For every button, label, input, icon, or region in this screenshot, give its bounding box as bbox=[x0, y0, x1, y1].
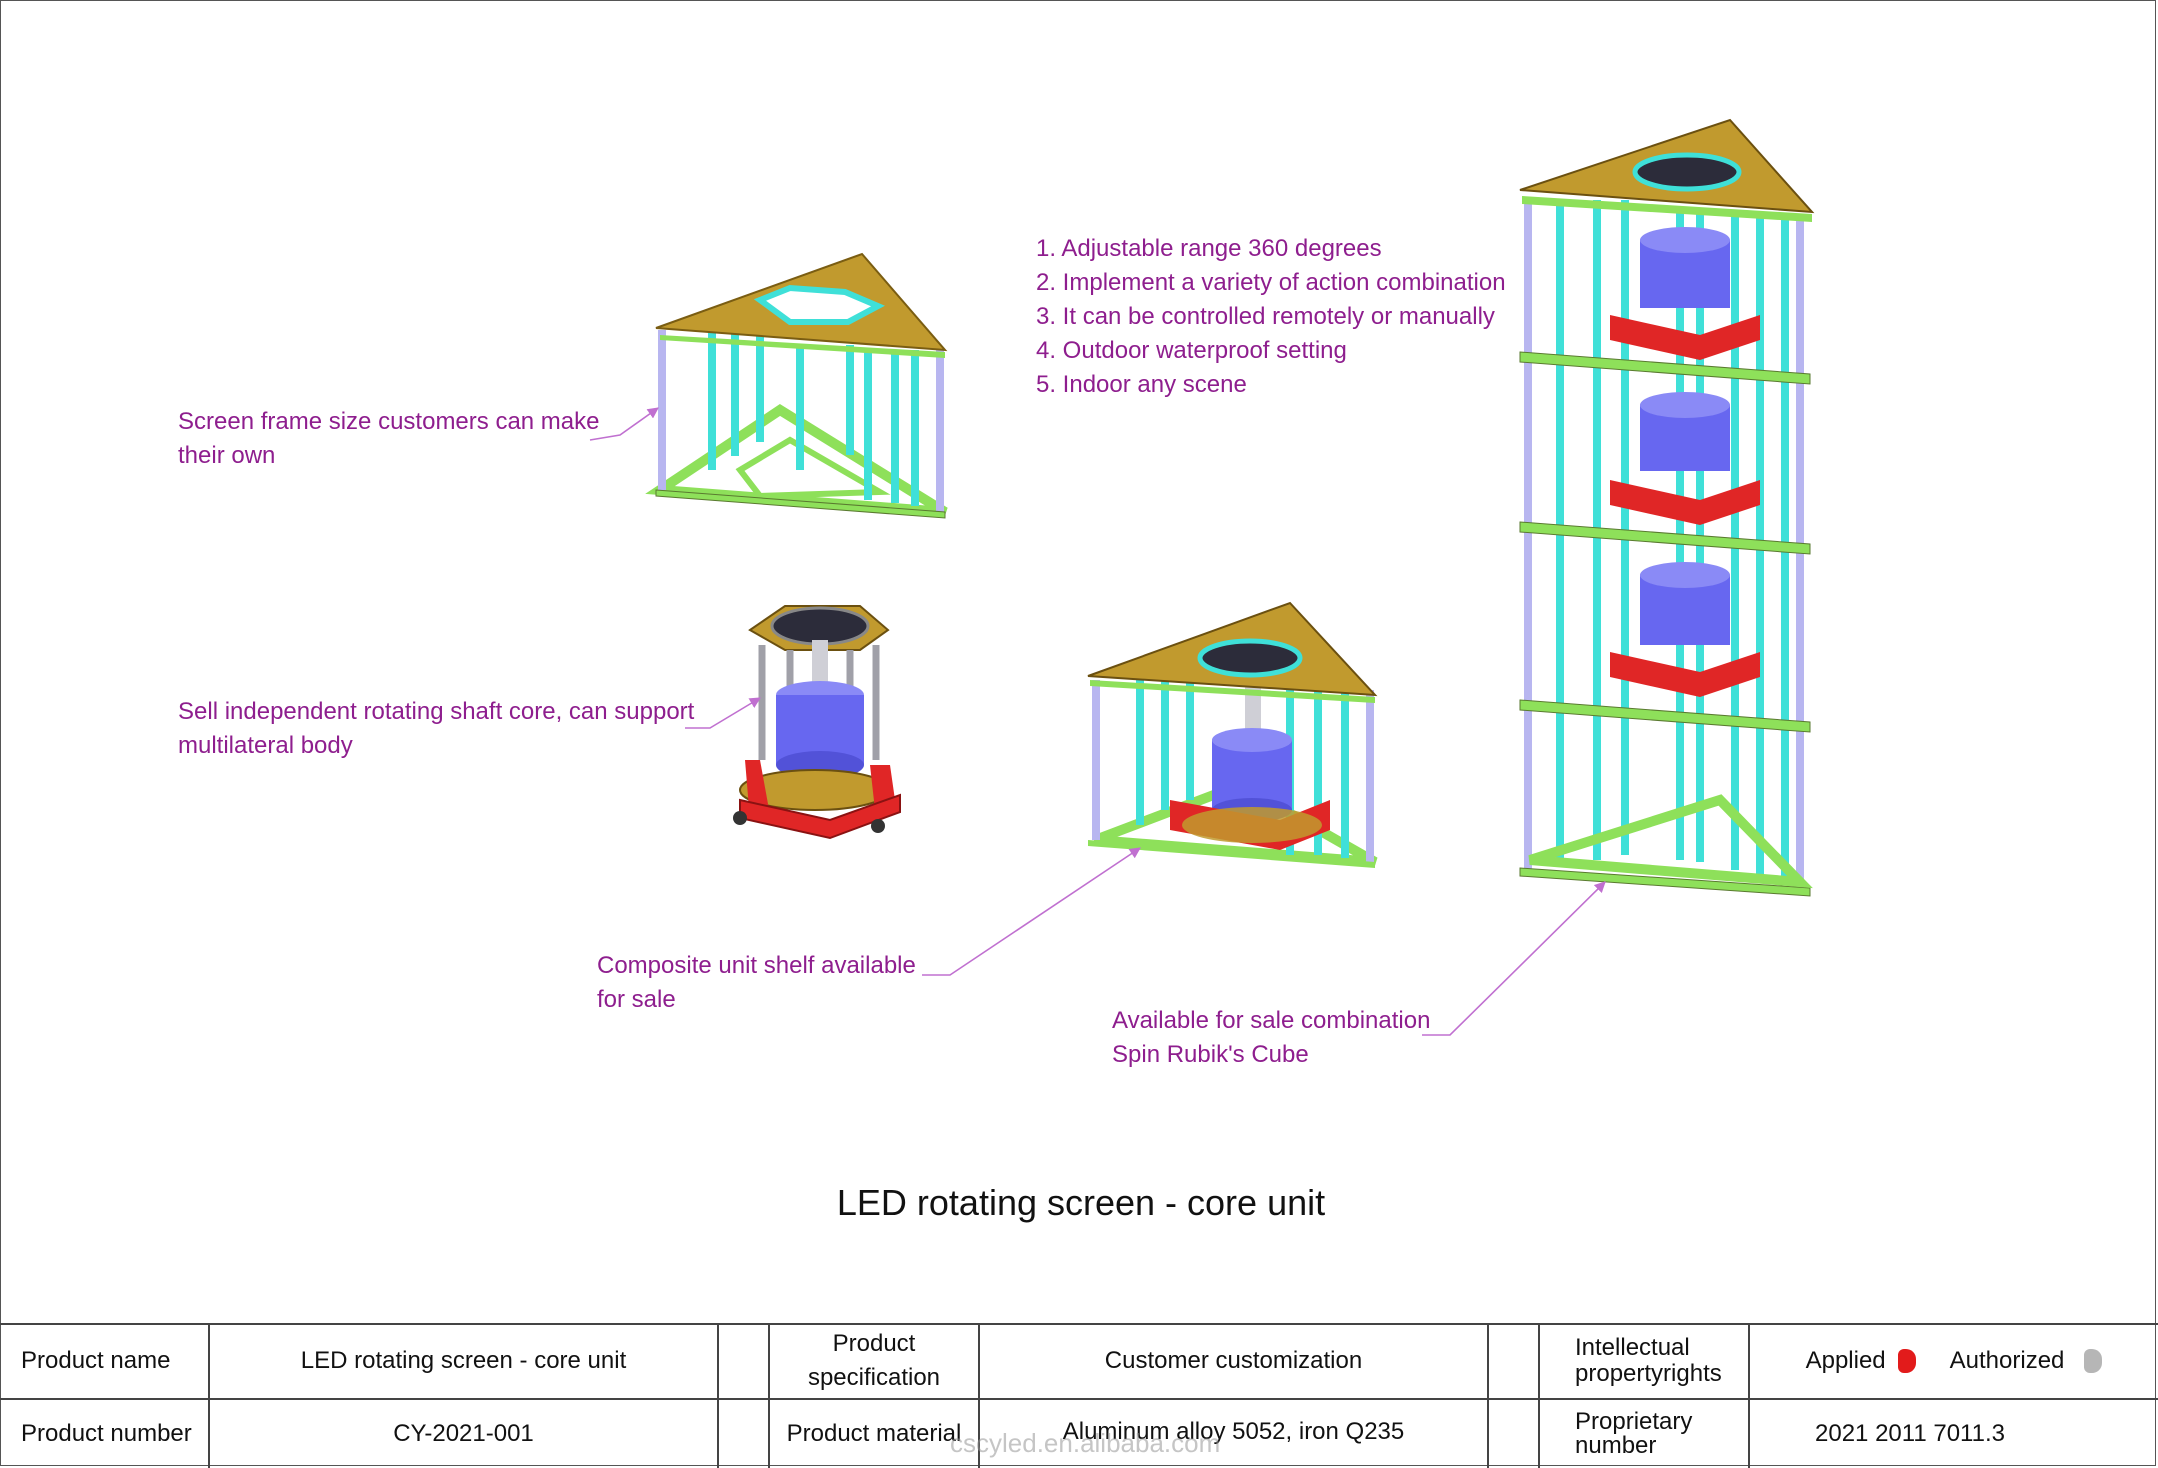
feature-list: 1. Adjustable range 360 degrees 2. Imple… bbox=[1036, 232, 1506, 402]
product-material-label: Product material bbox=[786, 1420, 962, 1447]
product-name-value: LED rotating screen - core unit bbox=[300, 1346, 627, 1374]
page-title: LED rotating screen - core unit bbox=[0, 1182, 2158, 1224]
proprietary-label: Proprietary number bbox=[1575, 1400, 1745, 1468]
product-spec-label: Product specification bbox=[770, 1323, 978, 1398]
empty-frame-unit bbox=[645, 252, 948, 519]
product-material-value: Aluminum alloy 5052, iron Q235 bbox=[1062, 1418, 1405, 1445]
table-divider bbox=[208, 1323, 210, 1468]
table-divider bbox=[1748, 1323, 1750, 1468]
authorized-label: Authorized bbox=[1949, 1346, 2065, 1374]
callout-line: Spin Rubik's Cube bbox=[1112, 1041, 1309, 1068]
callout-composite: Composite unit shelf available for sale bbox=[597, 949, 916, 1017]
watermark: cscyled.en.alibaba.com bbox=[950, 1428, 1221, 1458]
product-number-label: Product number bbox=[21, 1420, 192, 1447]
product-spec-label-line: specification bbox=[807, 1363, 941, 1391]
table-divider bbox=[1487, 1323, 1489, 1468]
product-number-value: CY-2021-001 bbox=[393, 1420, 534, 1447]
ip-label-line: propertyrights bbox=[1575, 1359, 1722, 1387]
ip-label: Intellectual propertyrights bbox=[1575, 1323, 1745, 1398]
core-shaft-unit bbox=[733, 605, 901, 840]
callout-line: Composite unit shelf available bbox=[597, 952, 916, 979]
proprietary-label-line: Proprietary bbox=[1575, 1408, 1693, 1435]
proprietary-label-line: number bbox=[1575, 1432, 1657, 1459]
feature-item: 1. Adjustable range 360 degrees bbox=[1036, 235, 1382, 262]
table-divider bbox=[0, 1398, 2158, 1400]
callout-frame: Screen frame size customers can make the… bbox=[178, 405, 600, 473]
callout-combination: Available for sale combination Spin Rubi… bbox=[1112, 1004, 1430, 1072]
callout-line: for sale bbox=[597, 986, 676, 1013]
spec-table: Product name LED rotating screen - core … bbox=[0, 1323, 2158, 1468]
authorized-marker-icon bbox=[2084, 1348, 2103, 1373]
composite-shelf-unit bbox=[1087, 601, 1378, 868]
feature-item: 5. Indoor any scene bbox=[1036, 371, 1247, 398]
applied-marker-icon bbox=[1897, 1348, 1916, 1373]
stacked-tower-unit bbox=[1519, 118, 1815, 897]
ip-label-line: Intellectual bbox=[1575, 1333, 1690, 1361]
product-name-label: Product name bbox=[21, 1346, 171, 1374]
page-title-text: LED rotating screen - core unit bbox=[836, 1182, 1326, 1223]
applied-label: Applied bbox=[1805, 1346, 1886, 1374]
callout-line: Available for sale combination bbox=[1112, 1007, 1431, 1034]
table-divider bbox=[717, 1323, 719, 1468]
table-border bbox=[0, 1323, 2158, 1325]
table-divider bbox=[978, 1323, 980, 1468]
callout-core: Sell independent rotating shaft core, ca… bbox=[178, 695, 694, 763]
product-spec-label-line: Product bbox=[832, 1329, 916, 1357]
ip-status: Applied Authorized bbox=[1750, 1323, 2158, 1398]
feature-item: 3. It can be controlled remotely or manu… bbox=[1036, 303, 1495, 330]
proprietary-value: 2021 2011 7011.3 bbox=[1815, 1420, 2005, 1447]
feature-item: 2. Implement a variety of action combina… bbox=[1036, 269, 1506, 296]
product-spec-value: Customer customization bbox=[1104, 1346, 1363, 1374]
table-divider bbox=[1538, 1323, 1540, 1468]
callout-line: their own bbox=[178, 442, 276, 469]
callout-line: Sell independent rotating shaft core, ca… bbox=[178, 698, 695, 725]
feature-item: 4. Outdoor waterproof setting bbox=[1036, 337, 1347, 364]
callout-line: Screen frame size customers can make bbox=[178, 408, 600, 435]
table-divider bbox=[768, 1323, 770, 1468]
callout-line: multilateral body bbox=[178, 732, 353, 759]
